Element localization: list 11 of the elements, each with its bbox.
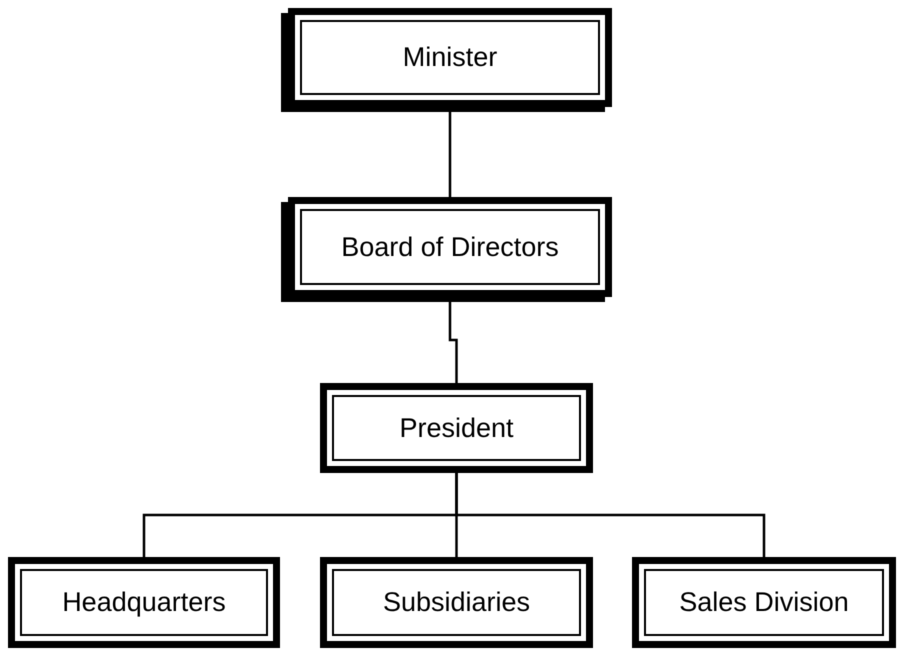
box-label: Minister: [402, 42, 498, 73]
org-box: [8, 557, 280, 648]
box-label: Sales Division: [679, 587, 849, 618]
org-box: [632, 557, 896, 648]
box-label: Board of Directors: [341, 232, 559, 262]
box-label: Headquarters: [62, 587, 226, 618]
connector-line: [455, 473, 766, 557]
org-box: [320, 557, 593, 648]
box-label: President: [399, 412, 514, 444]
org-box: [320, 383, 593, 473]
box-label: Subsidiaries: [382, 587, 530, 618]
